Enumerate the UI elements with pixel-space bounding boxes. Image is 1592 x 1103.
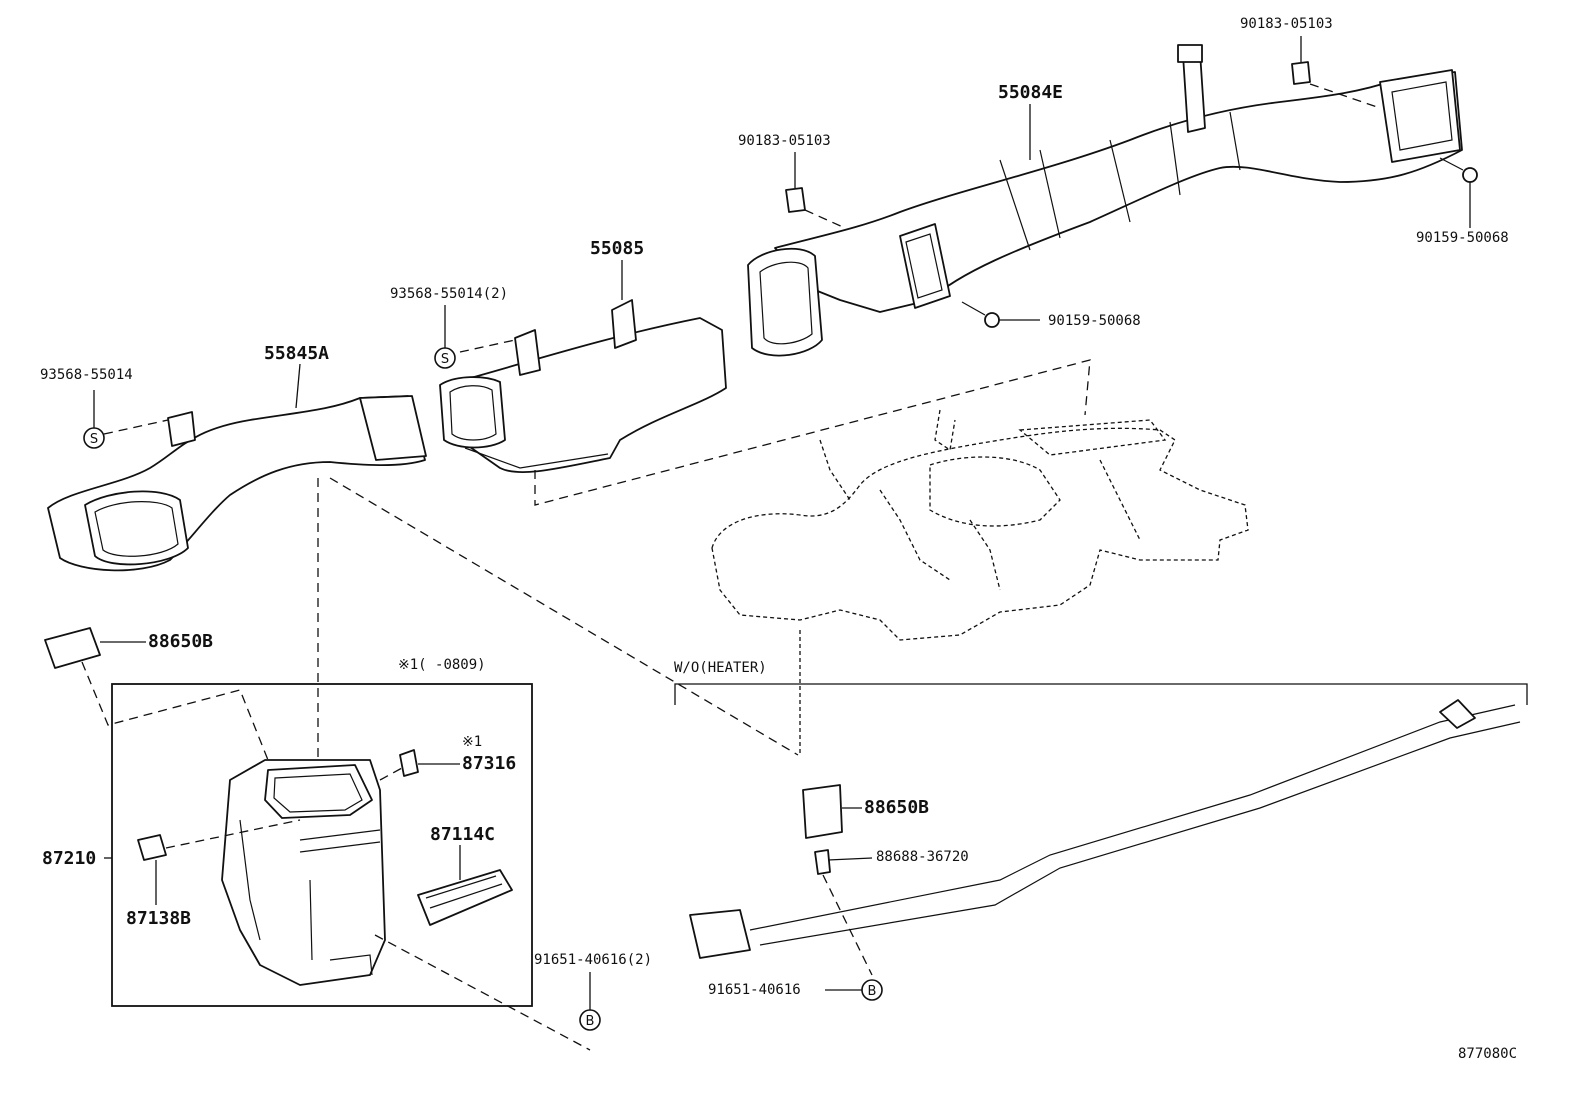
marker-b-left: B (579, 1009, 601, 1031)
dashboard-outline (711, 409, 1249, 755)
clip-90183-mid (785, 187, 806, 213)
heater-unit-box (111, 683, 533, 1007)
duct-55084e (747, 44, 1463, 357)
label-55845a: 55845A (264, 343, 330, 364)
marker-s-upper-text: S (441, 352, 449, 367)
duct-55845a (47, 395, 427, 572)
screw-90159-right (1439, 157, 1478, 183)
reinforcement-bar (689, 699, 1521, 959)
label-88688-36720: 88688-36720 (876, 849, 969, 865)
label-88650b-left: 88650B (148, 631, 214, 652)
clip-90183-top (1291, 61, 1311, 85)
label-87316: 87316 (462, 753, 517, 774)
relay-88650b-left (44, 627, 101, 669)
marker-s-lower: S (83, 427, 105, 449)
screw-90159-mid (961, 301, 1000, 328)
label-91651-40616: 91651-40616 (708, 982, 801, 998)
marker-b-left-text: B (586, 1014, 595, 1029)
marker-s-lower-text: S (90, 432, 98, 447)
clip-87316 (399, 749, 419, 777)
label-88650b-right: 88650B (864, 797, 930, 818)
label-93568-55014-2: 93568-55014(2) (390, 286, 509, 302)
label-wo-heater: W/O(HEATER) (674, 660, 767, 676)
label-55085: 55085 (590, 238, 645, 259)
label-93568-55014: 93568-55014 (40, 367, 133, 383)
label-55084e: 55084E (998, 82, 1064, 103)
heater-case-87210 (221, 759, 386, 986)
label-90183-05103-top: 90183-05103 (1240, 16, 1333, 32)
label-87138b: 87138B (126, 908, 192, 929)
sensor-87138b (137, 834, 167, 861)
duct-55085 (439, 299, 727, 474)
filter-87114c (417, 869, 513, 926)
label-note-range: ※1( -0809) (398, 657, 486, 673)
bracket-88688 (814, 849, 831, 875)
marker-b-right: B (861, 979, 883, 1001)
marker-b-right-text: B (868, 984, 877, 999)
label-87114c: 87114C (430, 824, 496, 845)
label-90183-05103-mid: 90183-05103 (738, 133, 831, 149)
label-91651-40616-2: 91651-40616(2) (534, 952, 653, 968)
label-90159-50068-mid: 90159-50068 (1048, 313, 1141, 329)
relay-88650b-right (802, 784, 843, 839)
label-87210: 87210 (42, 848, 97, 869)
label-90159-50068-right: 90159-50068 (1416, 230, 1509, 246)
wo-heater-bracket (674, 683, 1528, 705)
label-note-star: ※1 (462, 734, 483, 750)
marker-s-upper: S (434, 347, 456, 369)
label-diagram-code: 877080C (1458, 1046, 1518, 1062)
